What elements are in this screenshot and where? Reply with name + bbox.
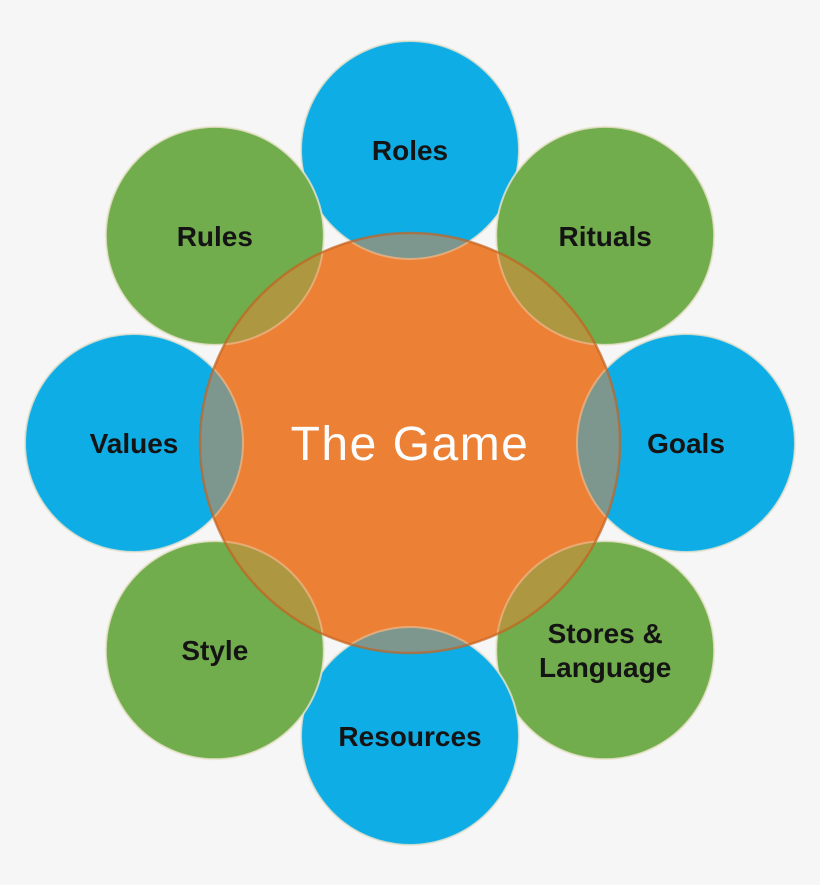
- node-label-roles: Roles: [372, 135, 448, 166]
- node-label-values: Values: [90, 428, 179, 459]
- center-circle-overlay: [198, 231, 622, 655]
- center-label: The Game: [291, 418, 530, 471]
- node-label-resources: Resources: [338, 721, 481, 752]
- node-label-rituals: Rituals: [558, 221, 651, 252]
- node-label-stores-language: Stores &Language: [539, 618, 671, 683]
- node-label-rules: Rules: [177, 221, 253, 252]
- node-label-goals: Goals: [647, 428, 725, 459]
- node-label-style: Style: [181, 635, 248, 666]
